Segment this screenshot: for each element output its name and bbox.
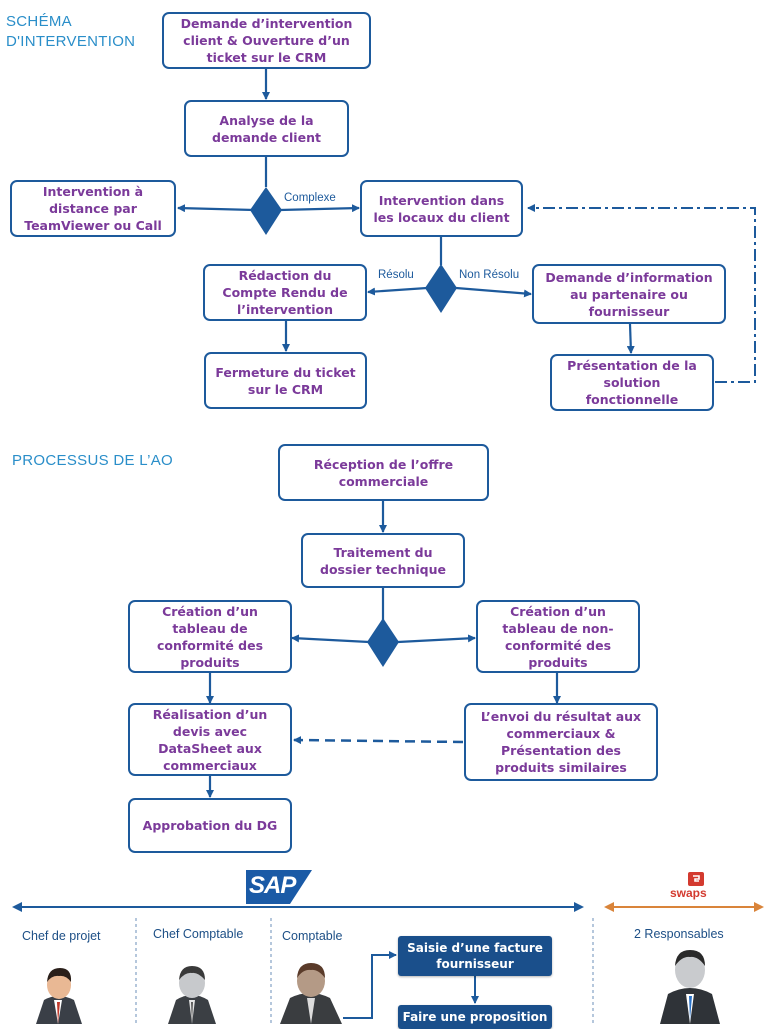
role-responsables: 2 Responsables — [634, 927, 724, 941]
box-intervention-distance: Intervention à distance par TeamViewer o… — [10, 180, 176, 237]
sap-step-proposition: Faire une proposition — [398, 1005, 552, 1029]
decision-diamond-resolu — [425, 264, 457, 313]
swaps-logo: swaps — [670, 886, 707, 900]
sap-logo: SAP — [249, 872, 296, 899]
avatar-comptable — [280, 963, 342, 1024]
role-chef-de-projet: Chef de projet — [22, 929, 101, 943]
box-tableau-conformite: Création d’un tableau de conformité des … — [128, 600, 292, 673]
box-approbation-dg: Approbation du DG — [128, 798, 292, 853]
box-demande-intervention: Demande d’intervention client & Ouvertur… — [162, 12, 371, 69]
box-presentation-solution: Présentation de la solution fonctionnell… — [550, 354, 714, 411]
section-title-ao: PROCESSUS DE L’AO — [12, 452, 173, 469]
box-intervention-locaux: Intervention dans les locaux du client — [360, 180, 523, 237]
section-title-intervention: SCHÉMA D'INTERVENTION — [6, 13, 136, 50]
box-realisation-devis: Réalisation d’un devis avec DataSheet au… — [128, 703, 292, 776]
box-demande-information: Demande d’information au partenaire ou f… — [532, 264, 726, 324]
role-comptable: Comptable — [282, 929, 343, 943]
avatar-responsables — [660, 950, 720, 1024]
edge-label-resolu: Résolu — [378, 269, 414, 281]
box-envoi-resultat: L’envoi du résultat aux commerciaux & Pr… — [464, 703, 658, 781]
box-reception-offre: Réception de l’offre commerciale — [278, 444, 489, 501]
decision-diamond-conformite — [367, 618, 399, 667]
avatar-chef-de-projet — [36, 968, 82, 1024]
edge-label-non-resolu: Non Résolu — [459, 269, 520, 281]
role-chef-comptable: Chef Comptable — [153, 927, 244, 941]
box-tableau-non-conformite: Création d’un tableau de non- conformité… — [476, 600, 640, 673]
decision-diamond-complexe — [250, 187, 282, 235]
box-traitement-dossier: Traitement du dossier technique — [301, 533, 465, 588]
sap-step-saisie-facture: Saisie d’une facture fournisseur — [398, 936, 552, 976]
box-fermeture-ticket: Fermeture du ticket sur le CRM — [204, 352, 367, 409]
edge-label-complexe: Complexe — [284, 192, 336, 204]
box-redaction-compte-rendu: Rédaction du Compte Rendu de l’intervent… — [203, 264, 367, 321]
sap-logo-shape — [246, 870, 312, 904]
avatar-chef-comptable — [168, 966, 216, 1024]
box-analyse-demande: Analyse de la demande client — [184, 100, 349, 157]
